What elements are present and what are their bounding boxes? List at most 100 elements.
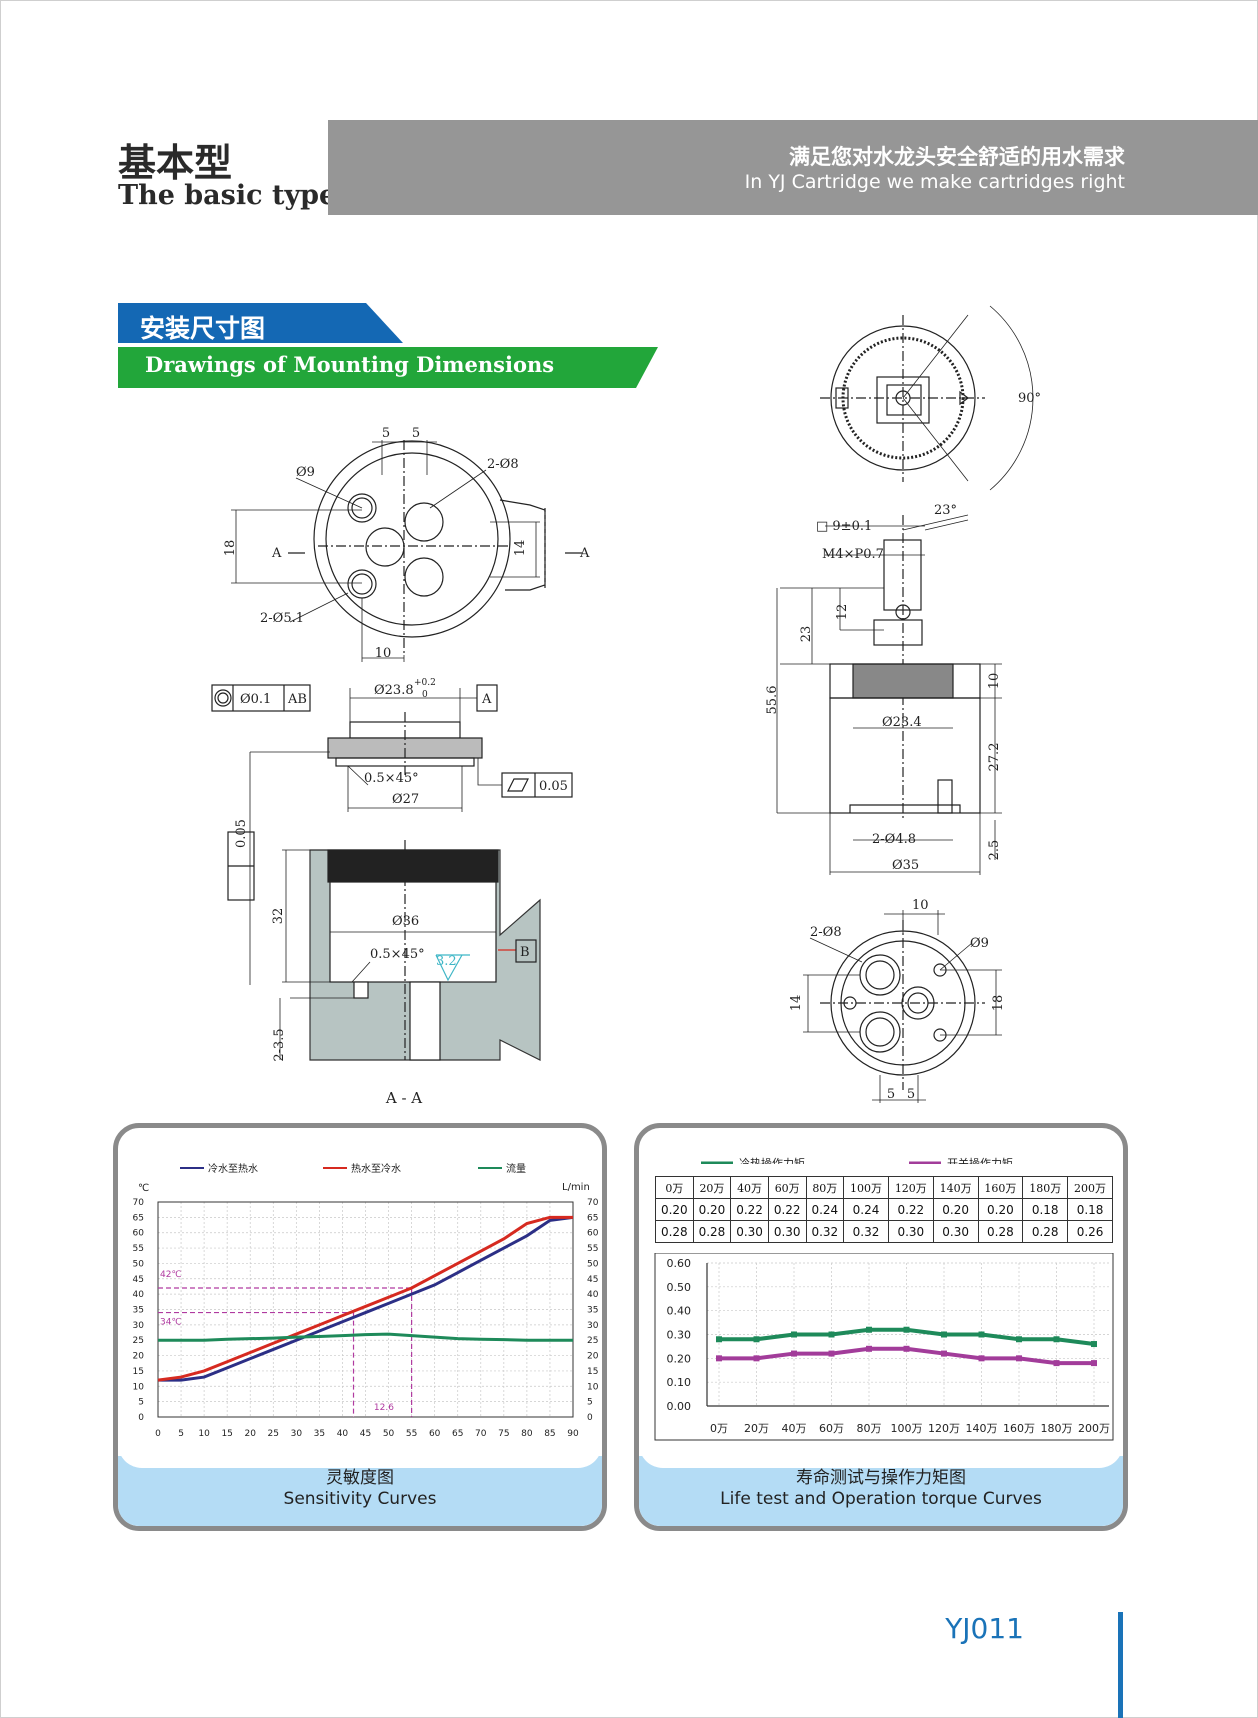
dim-chamfer-top: 0.5×45° <box>364 771 419 786</box>
series-point <box>1016 1355 1022 1362</box>
section-mark-a-left: A <box>271 546 282 561</box>
x-tick-label: 25 <box>268 1429 279 1439</box>
x-tick-label: 90 <box>567 1429 579 1439</box>
y-tick-label-right: 5 <box>587 1398 593 1408</box>
cartridge-side-view <box>776 514 1002 875</box>
y-tick-label-left: 25 <box>133 1336 144 1346</box>
dim-2-5: 2.5 <box>987 840 1002 861</box>
series-point <box>753 1355 760 1362</box>
y-tick-label-left: 20 <box>133 1352 145 1362</box>
dim-hole-9: Ø9 <box>296 465 315 480</box>
lifetest-caption-en: Life test and Operation torque Curves <box>720 1489 1042 1509</box>
section-a-a <box>279 840 541 1061</box>
roughness-3-2: 3.2 <box>436 954 457 969</box>
series-point <box>941 1350 947 1357</box>
table-cell: 0.30 <box>730 1220 769 1243</box>
x-tick-label: 5 <box>178 1429 184 1439</box>
series-point <box>1016 1336 1022 1343</box>
x-tick-label: 45 <box>360 1429 371 1439</box>
series-line <box>158 1215 574 1382</box>
dim-35: Ø35 <box>892 858 919 873</box>
table-cell: 0.32 <box>805 1220 845 1243</box>
table-header-cell: 180万 <box>1022 1176 1069 1199</box>
y-tick-label-right: 30 <box>587 1321 599 1331</box>
table-cell: 0.18 <box>1067 1198 1113 1221</box>
slogan-en: In YJ Cartridge we make cartridges right <box>744 171 1125 193</box>
dim-2-3-5: 2-3.5 <box>272 1028 287 1061</box>
slogan-cn: 满足您对水龙头安全舒适的用水需求 <box>789 145 1125 169</box>
y-tick-label: 0.50 <box>667 1281 692 1294</box>
series-point <box>941 1331 947 1338</box>
y-tick-label-left: 50 <box>133 1259 145 1269</box>
x-tick-label: 60万 <box>819 1422 844 1435</box>
table-header-cell: 40万 <box>730 1176 769 1199</box>
legend-label: 流量 <box>506 1162 526 1175</box>
y-tick-label: 0.60 <box>667 1257 692 1270</box>
series-point <box>866 1345 872 1352</box>
y-tick-label-left: 70 <box>133 1198 145 1208</box>
table-header-cell: 20万 <box>692 1176 732 1199</box>
table-cell: 0.28 <box>655 1220 694 1243</box>
x-tick-label: 0万 <box>710 1422 728 1435</box>
table-cell: 0.26 <box>1067 1220 1113 1243</box>
table-header-cell: 140万 <box>932 1176 979 1199</box>
y-tick-label-left: 65 <box>133 1213 144 1223</box>
y-tick-label-right: 55 <box>587 1244 598 1254</box>
series-point <box>1091 1360 1097 1367</box>
x-tick-label: 20万 <box>744 1422 769 1435</box>
cartridge-top-view <box>820 305 1034 491</box>
tol-flatness: 0.05 <box>539 779 568 794</box>
x-tick-label: 15 <box>221 1429 232 1439</box>
y-tick-label-left: 10 <box>133 1382 145 1392</box>
header-banner <box>328 120 1258 215</box>
x-tick-label: 80 <box>521 1429 533 1439</box>
datum-b: B <box>520 945 530 960</box>
title-cn: 基本型 <box>118 140 233 185</box>
series-point <box>1091 1341 1097 1348</box>
dim-23: 23 <box>799 626 814 643</box>
dim-23-8: Ø23.8 <box>374 683 414 698</box>
dim-square-9: □ 9±0.1 <box>816 519 872 534</box>
tol-coaxiality: Ø0.1 <box>240 692 271 707</box>
y-tick-label: 0.10 <box>667 1376 692 1389</box>
section-title-en: Drawings of Mounting Dimensions <box>145 352 555 377</box>
section-mark-a-right: A <box>579 546 590 561</box>
chart-outer-frame <box>654 1253 1114 1441</box>
sensitivity-caption: 灵敏度图 Sensitivity Curves <box>118 1444 602 1526</box>
dim-2-holes-4-8: 2-Ø4.8 <box>872 832 916 847</box>
dim-32: 32 <box>271 908 286 925</box>
table-cell: 0.30 <box>767 1220 807 1243</box>
dim-10: 10 <box>375 646 392 661</box>
table-cell: 0.20 <box>977 1198 1024 1221</box>
table-cell: 0.28 <box>977 1220 1024 1243</box>
series-point <box>828 1350 835 1357</box>
dim-23-deg: 23° <box>934 503 957 518</box>
table-header-cell: 100万 <box>843 1176 889 1199</box>
x-tick-label: 40万 <box>782 1422 807 1435</box>
tol-parallelism: 0.05 <box>234 819 249 848</box>
x-tick-label: 75 <box>498 1429 509 1439</box>
table-header-cell: 80万 <box>805 1176 845 1199</box>
table-cell: 0.28 <box>1022 1220 1069 1243</box>
marker-label-x: 12.6 <box>374 1403 394 1413</box>
dim-5-bottom-b: 5 <box>907 1087 915 1102</box>
x-tick-label: 35 <box>314 1429 325 1439</box>
dim-27: Ø27 <box>392 792 419 807</box>
dim-10-right: 10 <box>987 673 1002 690</box>
title-en: The basic type <box>118 180 337 211</box>
series-line <box>157 1215 573 1382</box>
series-point <box>978 1355 985 1362</box>
dim-18: 18 <box>223 540 238 557</box>
y-tick-label-right: 10 <box>587 1382 599 1392</box>
marker-label-34: 34℃ <box>160 1318 182 1328</box>
dim-23-8-lower-tol: 0 <box>422 690 428 700</box>
y-tick-label-left: 55 <box>133 1244 144 1254</box>
dim-chamfer-bottom: 0.5×45° <box>370 947 425 962</box>
table-cell: 0.30 <box>932 1220 979 1243</box>
dim-12: 12 <box>835 604 850 621</box>
dim-5-bottom-a: 5 <box>887 1087 895 1102</box>
y-tick-label-right: 20 <box>587 1352 599 1362</box>
